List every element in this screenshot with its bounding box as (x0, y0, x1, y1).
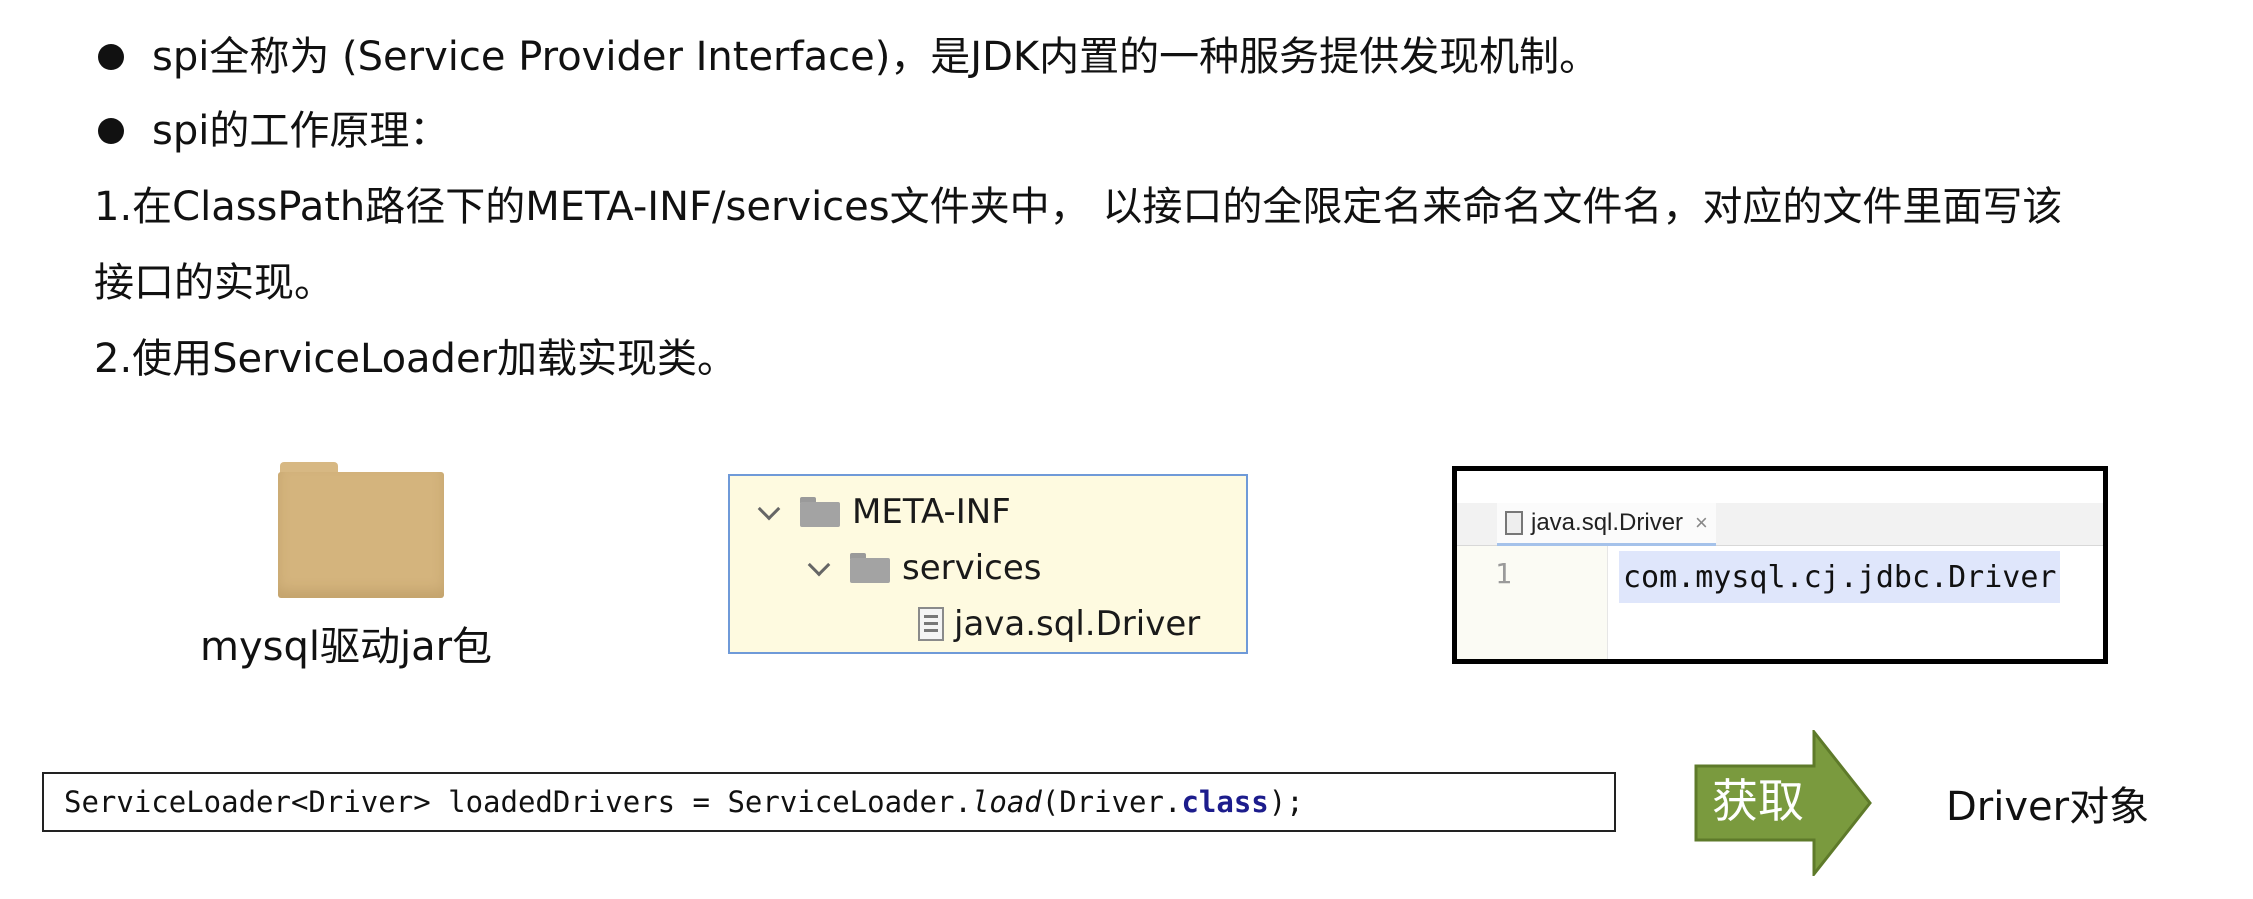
code-snippet: ServiceLoader<Driver> loadedDrivers = Se… (42, 772, 1616, 832)
editor-tab-bar: java.sql.Driver × (1457, 503, 2103, 546)
project-tree: META-INF services java.sql.Driver (728, 474, 1248, 654)
tree-node-java-sql-driver[interactable]: java.sql.Driver (918, 600, 1200, 648)
bullet-spi-definition: spi全称为 (Service Provider Interface)，是JDK… (152, 34, 1600, 80)
arrow-label: 获取 (1712, 774, 1804, 828)
bullet-dot (98, 44, 124, 70)
tree-node-label: META-INF (852, 492, 1011, 532)
bullet-spi-principle: spi的工作原理： (152, 108, 450, 154)
chevron-down-icon[interactable] (808, 557, 830, 579)
folder-caption: mysql驱动jar包 (200, 624, 493, 670)
tree-node-meta-inf[interactable]: META-INF (758, 488, 1011, 536)
code-prefix: ServiceLoader<Driver> loadedDrivers = Se… (64, 785, 972, 819)
step-1-line-1: 1.在ClassPath路径下的META-INF/services文件夹中， 以… (94, 184, 2063, 230)
step-2: 2.使用ServiceLoader加载实现类。 (94, 336, 738, 382)
close-icon[interactable]: × (1695, 510, 1708, 535)
folder-icon (278, 462, 444, 598)
arrow-right-icon (1694, 730, 1872, 876)
editor-code-line[interactable]: com.mysql.cj.jdbc.Driver (1619, 551, 2061, 603)
tree-node-label: services (902, 548, 1042, 588)
code-mid: (Driver. (1041, 785, 1182, 819)
code-keyword: class (1181, 785, 1269, 819)
editor-gutter (1457, 546, 1608, 659)
tree-node-label: java.sql.Driver (954, 604, 1201, 644)
chevron-down-icon[interactable] (758, 501, 780, 523)
file-icon (1505, 511, 1523, 535)
editor-tab[interactable]: java.sql.Driver × (1497, 503, 1716, 546)
file-editor: java.sql.Driver × 1 com.mysql.cj.jdbc.Dr… (1452, 466, 2108, 664)
file-icon (918, 607, 944, 641)
step-1-line-2: 接口的实现。 (94, 260, 334, 306)
bullet-dot (98, 118, 124, 144)
editor-tab-label: java.sql.Driver (1531, 509, 1684, 536)
code-method: load (971, 785, 1042, 819)
result-label: Driver对象 (1946, 784, 2150, 830)
tree-node-services[interactable]: services (808, 544, 1042, 592)
line-number: 1 (1495, 557, 1512, 590)
code-suffix: ); (1268, 785, 1304, 819)
folder-icon (850, 553, 890, 583)
folder-icon (800, 497, 840, 527)
